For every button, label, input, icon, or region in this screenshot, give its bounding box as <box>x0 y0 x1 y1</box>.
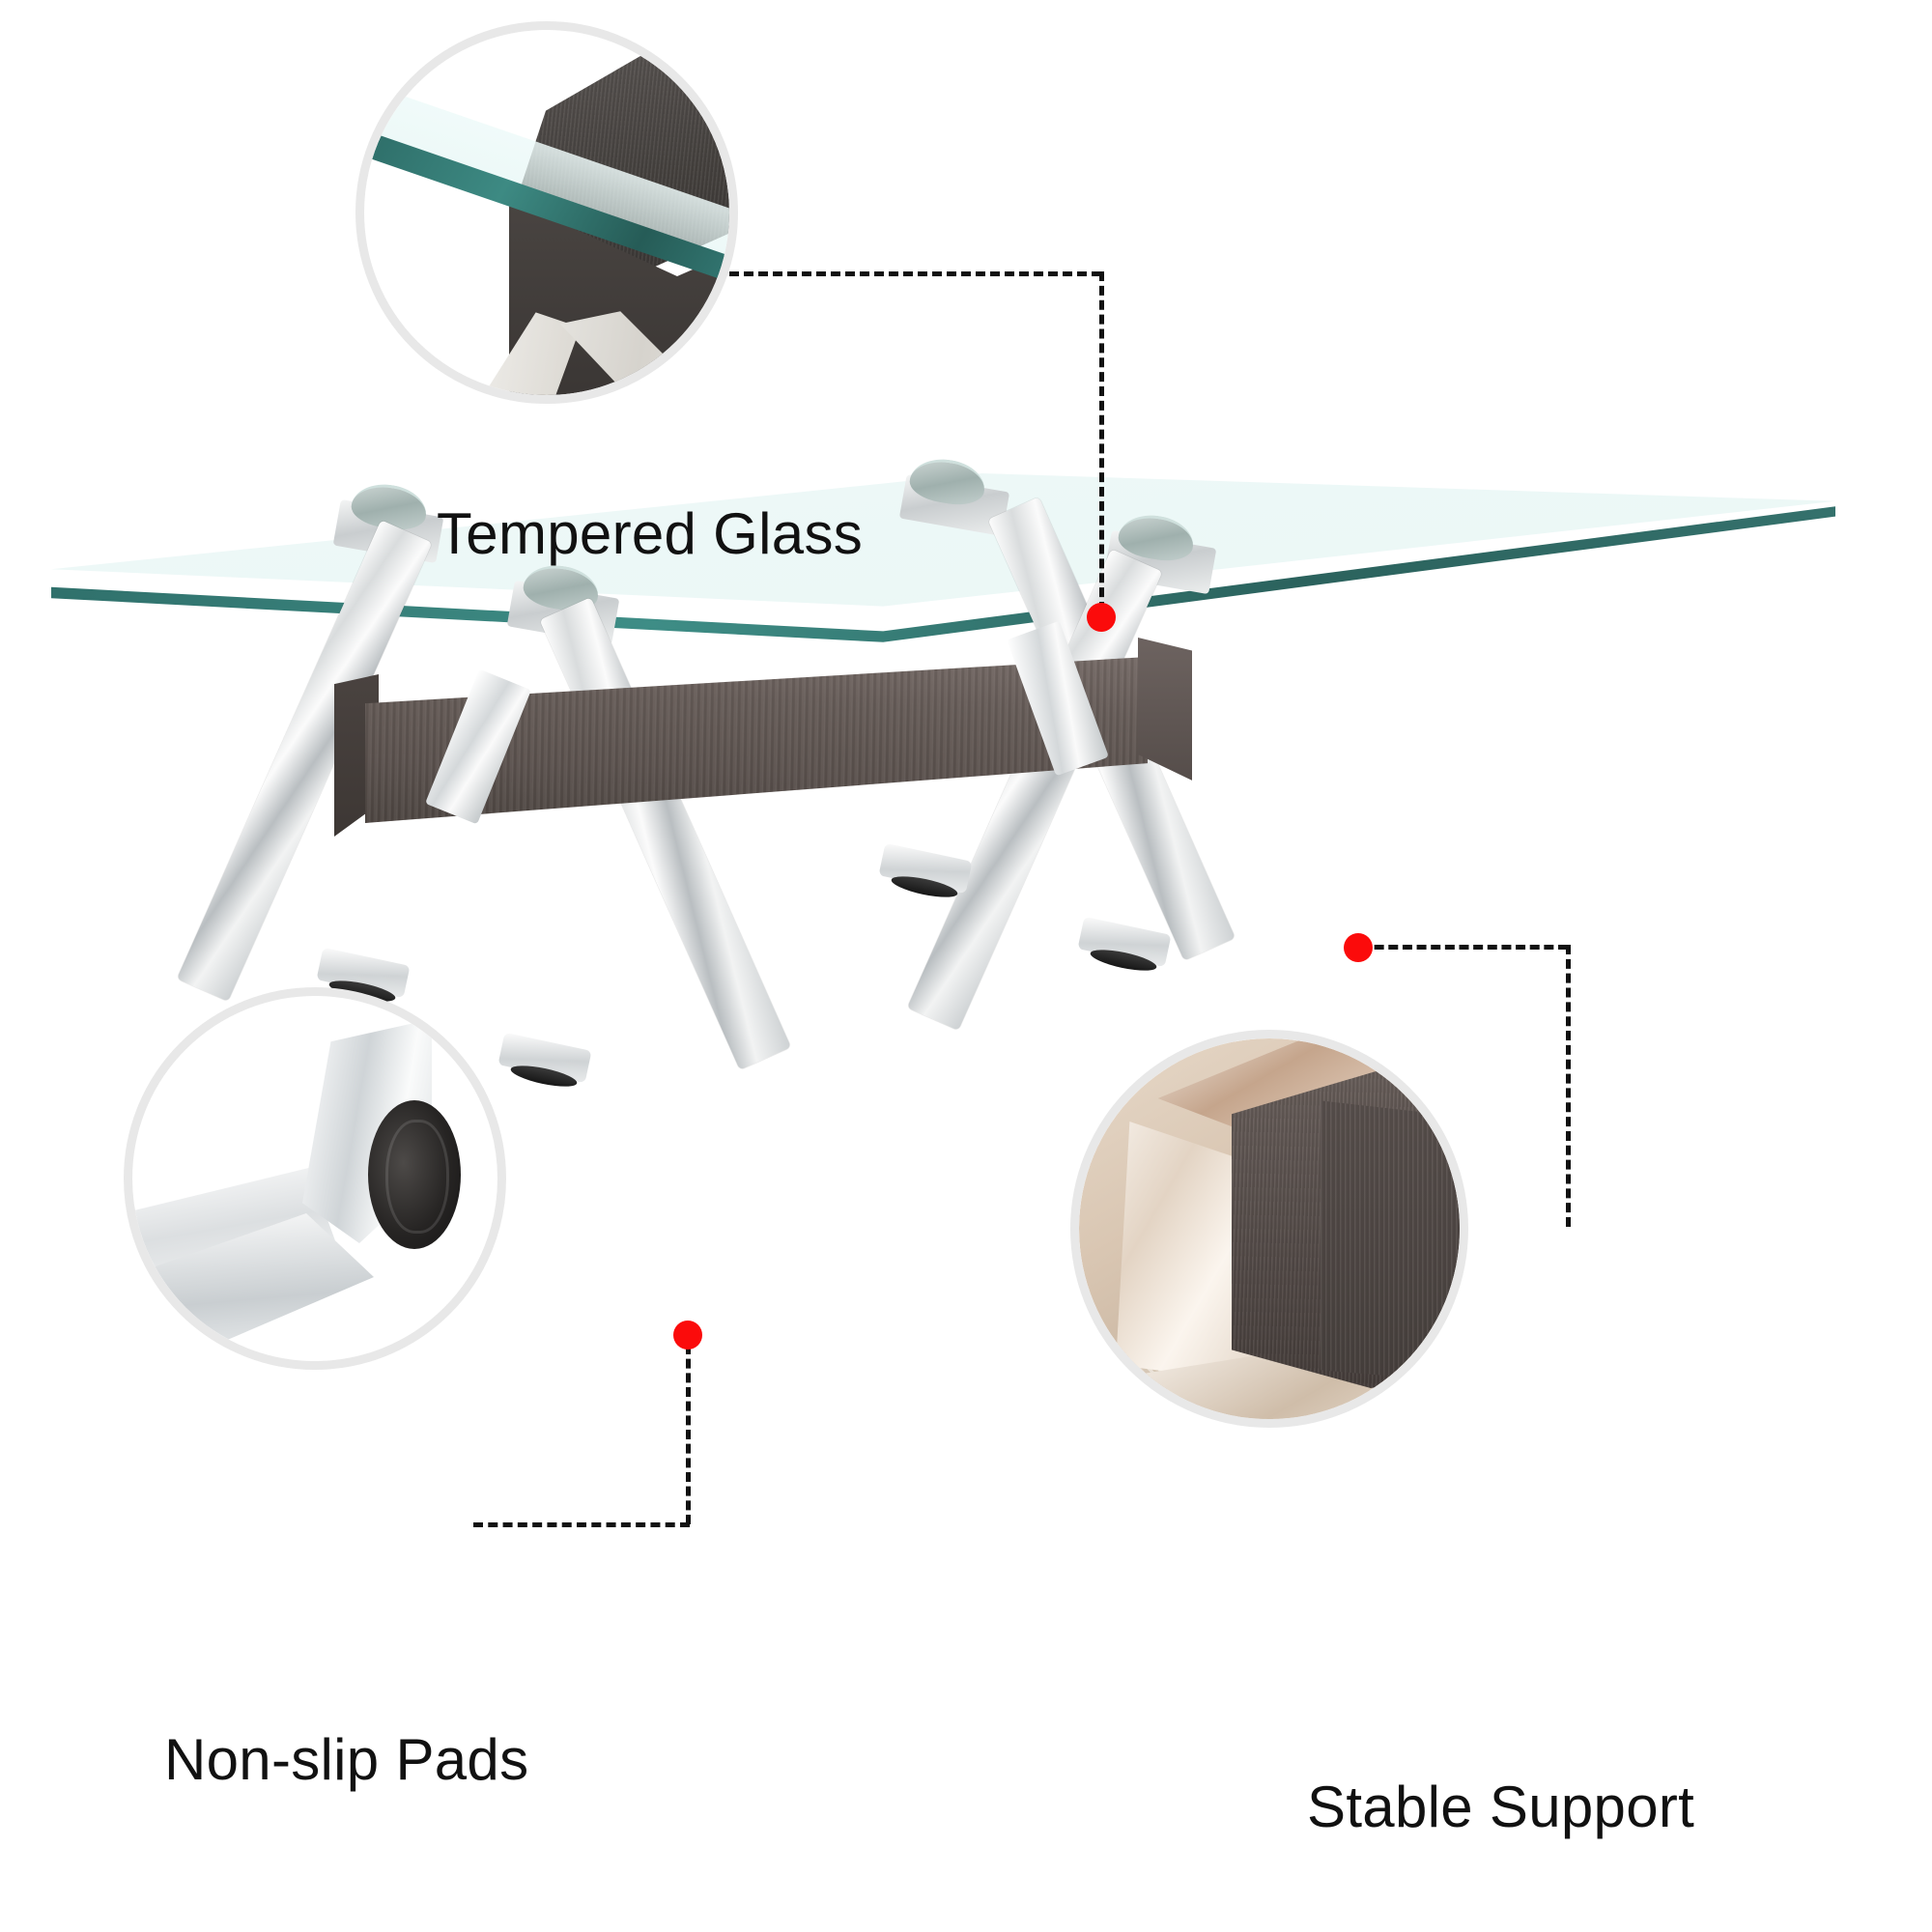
callout-label-stable-support: Stable Support <box>1307 1775 1695 1839</box>
leg-left-front <box>539 597 791 1070</box>
leader-line-stable-support-vertical <box>1566 945 1571 1227</box>
red-dot-marker-non-slip-pads <box>673 1321 702 1350</box>
callout-label-tempered-glass: Tempered Glass <box>437 501 864 566</box>
detail-wood-beam-face <box>1321 1100 1460 1388</box>
stable-support-detail-art <box>1079 1038 1460 1419</box>
tempered-glass-detail-art <box>364 30 729 395</box>
red-dot-marker-stable-support <box>1344 933 1373 962</box>
leader-line-stable-support-horizontal <box>1360 945 1568 950</box>
callout-bubble-tempered-glass <box>355 21 738 404</box>
leader-line-non-slip-pads-horizontal <box>473 1522 690 1527</box>
red-dot-marker-tempered-glass <box>1087 603 1116 632</box>
callout-label-non-slip-pads: Non-slip Pads <box>164 1727 529 1792</box>
non-slip-pads-detail-art <box>132 996 497 1361</box>
beam-end-cap-right <box>1138 638 1192 781</box>
callout-bubble-stable-support <box>1070 1030 1468 1428</box>
leader-line-tempered-glass-horizontal <box>729 271 1101 276</box>
detail-rubber-pad-ring <box>385 1120 449 1234</box>
leader-line-tempered-glass-vertical <box>1099 271 1104 611</box>
leader-line-non-slip-pads-vertical <box>686 1345 691 1524</box>
detail-rubber-pad <box>368 1100 461 1249</box>
callout-bubble-non-slip-pads <box>124 987 506 1370</box>
product-illustration <box>0 415 1932 1575</box>
